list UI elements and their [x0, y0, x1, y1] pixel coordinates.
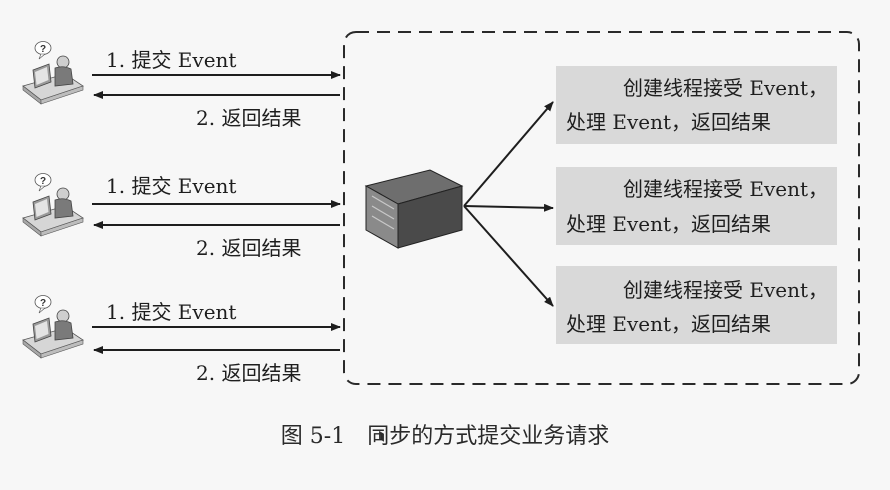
request-label: 1. 提交 Event	[106, 48, 236, 72]
response-label: 2. 返回结果	[196, 361, 301, 385]
task-line-1: 创建线程接受 Event，	[623, 76, 828, 100]
task-line-2: 处理 Event，返回结果	[566, 110, 771, 134]
server-icon	[364, 169, 464, 442]
dispatch-arrow	[463, 101, 554, 207]
figure-caption: 图 5-1 同步的方式提交业务请求	[0, 418, 890, 450]
task-box: 创建线程接受 Event， 处理 Event，返回结果	[556, 167, 837, 245]
task-box: 创建线程接受 Event， 处理 Event，返回结果	[556, 66, 837, 144]
response-label: 2. 返回结果	[196, 106, 301, 130]
user-at-computer-icon	[22, 295, 84, 359]
dispatch-arrow	[463, 205, 554, 307]
user-at-computer-icon	[22, 41, 84, 105]
client-row: 1. 提交 Event 2. 返回结果	[22, 295, 341, 385]
client-row: 1. 提交 Event 2. 返回结果	[22, 41, 341, 130]
task-line-2: 处理 Event，返回结果	[566, 212, 771, 236]
server-boundary	[343, 31, 860, 385]
figure-title: 同步的方式提交业务请求	[367, 424, 610, 449]
task-line-1: 创建线程接受 Event，	[623, 278, 828, 302]
figure-number: 图 5-1	[280, 424, 346, 449]
task-line-2: 处理 Event，返回结果	[566, 312, 771, 336]
task-line-1: 创建线程接受 Event，	[623, 177, 828, 201]
dispatch-arrow	[463, 203, 554, 212]
response-label: 2. 返回结果	[196, 236, 301, 260]
request-label: 1. 提交 Event	[106, 174, 236, 198]
task-box: 创建线程接受 Event， 处理 Event，返回结果	[556, 266, 837, 344]
client-row: 1. 提交 Event 2. 返回结果	[22, 173, 341, 260]
request-label: 1. 提交 Event	[106, 300, 236, 324]
user-at-computer-icon	[22, 173, 84, 237]
